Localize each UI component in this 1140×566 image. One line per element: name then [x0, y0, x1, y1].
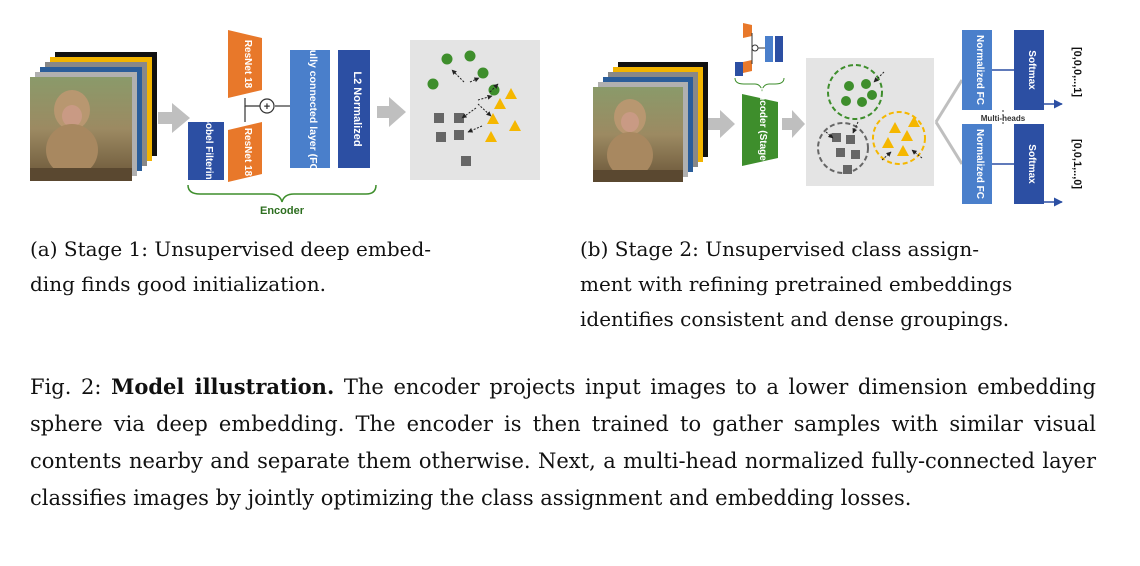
svg-text:Fully connected layer (FC): Fully connected layer (FC): [307, 43, 319, 174]
sobel-filtering-block: Sobel Filtering: [188, 116, 224, 186]
input-image-stack-b: [593, 62, 708, 182]
encoder-label: Encoder: [260, 205, 305, 217]
figure-number: Fig. 2:: [30, 375, 112, 399]
resnet18-bottom-block: ResNet 18: [228, 122, 262, 182]
subcaption-b: (b) Stage 2: Unsupervised class assign- …: [580, 232, 1090, 337]
encoder-stage1-block: Encoder (Stage 1): [742, 87, 778, 173]
svg-text:ResNet 18: ResNet 18: [242, 128, 253, 177]
monkey-figure-a: [30, 90, 132, 181]
sum-symbol: +: [264, 101, 270, 113]
resnet-connectors: [244, 98, 290, 122]
subcaption-b-line1: (b) Stage 2: Unsupervised class assign-: [580, 237, 979, 261]
head-bottom: Normalized FC Softmax: [962, 124, 1063, 207]
svg-text:Encoder (Stage 1): Encoder (Stage 1): [757, 87, 768, 172]
mini-encoder-icon: [734, 23, 785, 92]
output-vector-top: [0,0,0,..,1]: [1071, 47, 1083, 97]
flow-arrow-3: [708, 110, 735, 138]
embedding-space-b: [806, 58, 934, 186]
figure-caption: Fig. 2: Model illustration. The encoder …: [30, 368, 1096, 517]
subcaption-b-line2: ment with refining pretrained embeddings: [580, 272, 1013, 296]
flow-arrow-4: [782, 110, 805, 138]
resnet18-top-block: ResNet 18: [228, 30, 262, 98]
svg-text:Softmax: Softmax: [1026, 50, 1037, 90]
figure-caption-body: The encoder projects input images to a l…: [30, 375, 1096, 510]
svg-text:ResNet 18: ResNet 18: [242, 40, 253, 89]
svg-text:L2 Normalized: L2 Normalized: [351, 71, 363, 146]
head-split-lines: [934, 79, 964, 165]
encoder-brace: [187, 184, 377, 203]
subcaption-a-line2: ding finds good initialization.: [30, 272, 326, 296]
l2-normalized-block: L2 Normalized: [338, 50, 370, 168]
sum-node: [259, 98, 275, 114]
subcaption-a: (a) Stage 1: Unsupervised deep embed- di…: [30, 232, 550, 302]
input-image-stack-a: [30, 52, 157, 181]
svg-text:Sobel Filtering: Sobel Filtering: [203, 116, 214, 185]
fc-layer-block: Fully connected layer (FC): [290, 43, 330, 175]
subcaption-a-line1: (a) Stage 1: Unsupervised deep embed-: [30, 237, 432, 261]
output-vector-bottom: [0,0,1,..,0]: [1071, 139, 1083, 189]
subcaption-b-line3: identifies consistent and dense grouping…: [580, 307, 1010, 331]
flow-arrow-2: [377, 97, 406, 127]
monkey-figure-b: [593, 99, 683, 182]
svg-text:Softmax: Softmax: [1026, 144, 1037, 184]
model-figure: ResNet 18 ResNet 18 Sobel Filtering + Fu…: [30, 23, 1083, 217]
multi-heads-label: Multi-heads: [981, 114, 1026, 123]
head-top: Normalized FC Softmax: [962, 30, 1063, 110]
svg-text:Normalized FC: Normalized FC: [974, 35, 985, 105]
svg-text:Normalized FC: Normalized FC: [974, 129, 985, 199]
embedding-space-a: [410, 40, 540, 180]
flow-arrow-1: [158, 103, 190, 133]
figure-caption-title: Model illustration.: [111, 374, 335, 399]
